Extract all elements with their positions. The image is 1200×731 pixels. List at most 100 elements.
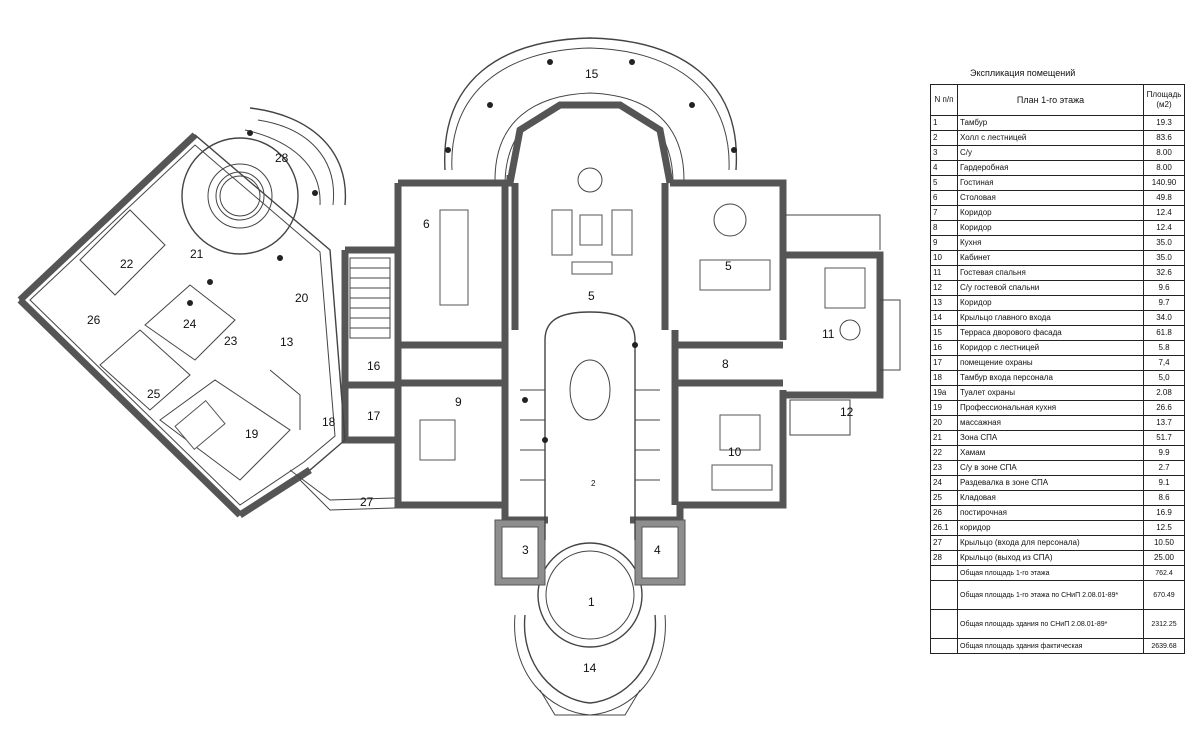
label-room-4: 4	[654, 543, 661, 557]
label-room-12: 12	[840, 405, 854, 419]
row-area: 19.3	[1143, 115, 1185, 131]
row-number: 24	[930, 475, 958, 491]
row-number: 5	[930, 175, 958, 191]
stairs	[349, 257, 391, 339]
row-area: 9.1	[1143, 475, 1185, 491]
row-name: Терраса дворового фасада	[957, 325, 1144, 341]
total-area: 762.4	[1143, 565, 1185, 581]
total-area: 2639.68	[1143, 638, 1185, 654]
total-name: Общая площадь 1-го этажа	[957, 565, 1144, 581]
row-name: С/у	[957, 145, 1144, 161]
row-number: 1	[930, 115, 958, 131]
label-room-5a: 5	[725, 259, 732, 273]
row-number: 3	[930, 145, 958, 161]
row-name: Коридор с лестницей	[957, 340, 1144, 356]
total-area: 670.49	[1143, 580, 1185, 610]
row-area: 61.8	[1143, 325, 1185, 341]
row-number: 4	[930, 160, 958, 176]
row-name: Коридор	[957, 205, 1144, 221]
row-number: 11	[930, 265, 958, 281]
row-name: Хамам	[957, 445, 1144, 461]
row-name: Гостевая спальня	[957, 265, 1144, 281]
label-room-20: 20	[295, 291, 309, 305]
row-name: С/у гостевой спальни	[957, 280, 1144, 296]
label-room-25: 25	[147, 387, 161, 401]
row-name: Крыльцо главного входа	[957, 310, 1144, 326]
room-labels: 15 28 6 21 22 5 5 20 26 24 11 23 13 8 16…	[87, 67, 854, 675]
label-room-13: 13	[280, 335, 294, 349]
terrace-15	[444, 37, 738, 184]
total-row: Общая площадь 1-го этажа по СНиП 2.08.01…	[930, 580, 1185, 610]
label-room-11: 11	[822, 327, 835, 341]
label-room-19: 19	[245, 427, 259, 441]
row-name: Холл с лестницей	[957, 130, 1144, 146]
explication-caption: Экспликация помещений	[970, 68, 1076, 78]
row-area: 34.0	[1143, 310, 1185, 326]
row-name: Гардеробная	[957, 160, 1144, 176]
explication-panel: Экспликация помещений N п/п План 1-го эт…	[930, 68, 1188, 654]
row-name: Кладовая	[957, 490, 1144, 506]
row-name: помещение охраны	[957, 355, 1144, 371]
total-blank-cell	[930, 638, 958, 654]
living-furniture	[551, 167, 773, 491]
row-name: постирочная	[957, 505, 1144, 521]
label-room-28: 28	[275, 151, 289, 165]
label-room-22: 22	[120, 257, 134, 271]
label-room-15: 15	[585, 67, 599, 81]
left-wing	[17, 132, 396, 518]
row-area: 25.00	[1143, 550, 1185, 566]
row-area: 10.50	[1143, 535, 1185, 551]
walls-central	[341, 101, 884, 524]
row-area: 32.6	[1143, 265, 1185, 281]
row-number: 16	[930, 340, 958, 356]
row-area: 83.6	[1143, 130, 1185, 146]
row-number: 14	[930, 310, 958, 326]
columns	[187, 59, 737, 443]
row-name: Туалет охраны	[957, 385, 1144, 401]
row-name: Тамбур	[957, 115, 1144, 131]
row-name: коридор	[957, 520, 1144, 536]
total-name: Общая площадь здания фактическая	[957, 638, 1144, 654]
header-area: Площадь (м2)	[1143, 84, 1185, 116]
row-number: 15	[930, 325, 958, 341]
central-hall	[520, 311, 660, 540]
row-name: Зона СПА	[957, 430, 1144, 446]
label-room-27: 27	[360, 495, 374, 509]
row-number: 25	[930, 490, 958, 506]
row-name: Столовая	[957, 190, 1144, 206]
label-room-16: 16	[367, 359, 381, 373]
row-area: 12.5	[1143, 520, 1185, 536]
row-area: 2.7	[1143, 460, 1185, 476]
row-name: Кабинет	[957, 250, 1144, 266]
row-number: 18	[930, 370, 958, 386]
row-name: Крыльцо (выход из СПА)	[957, 550, 1144, 566]
row-name: Профессиональная кухня	[957, 400, 1144, 416]
row-number: 2	[930, 130, 958, 146]
row-area: 26.6	[1143, 400, 1185, 416]
floor-plan: 15 28 6 21 22 5 5 20 26 24 11 23 13 8 16…	[17, 37, 901, 716]
table-header-row: N п/п План 1-го этажа Площадь (м2)	[930, 84, 1185, 116]
row-number: 19а	[930, 385, 958, 401]
header-plan: План 1-го этажа	[957, 84, 1144, 116]
row-area: 2.08	[1143, 385, 1185, 401]
